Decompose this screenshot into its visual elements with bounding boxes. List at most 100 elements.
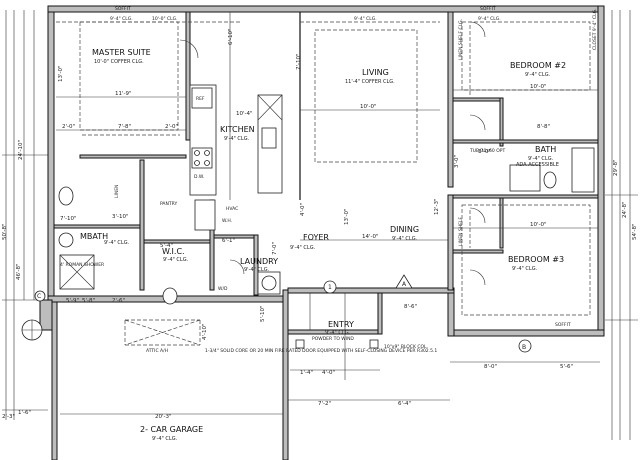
laundry-label: LAUNDRY: [240, 257, 278, 266]
svg-text:5'-10": 5'-10": [260, 305, 266, 322]
svg-text:4'-10": 4'-10": [202, 323, 208, 340]
svg-text:8'-8": 8'-8": [537, 124, 550, 130]
svg-text:B: B: [522, 344, 526, 351]
svg-text:PANTRY: PANTRY: [160, 201, 177, 207]
svg-text:24'-8": 24'-8": [622, 201, 628, 218]
bedroom3-ceiling: 9'-4" CLG.: [512, 266, 538, 272]
ceil-mid-label: 9'-4" CLG.: [354, 16, 377, 22]
plan-notes: LINEN SHELF CLG. LINEN SHELF TUB/30x60 O…: [60, 8, 598, 354]
bath-label: BATH: [535, 145, 556, 154]
fixtures: [21, 21, 595, 353]
mbath-toilet-icon: [58, 186, 74, 206]
wic-ceiling: 9'-4" CLG.: [163, 257, 189, 263]
mbath-ceiling: 9'-4" CLG.: [104, 240, 130, 246]
svg-text:5'-4": 5'-4": [160, 243, 173, 249]
living-ceiling: 11'-4" COFFER CLG.: [345, 79, 395, 85]
bath-ceiling: 9'-4" CLG.: [528, 156, 554, 162]
ceil-right-label: 9'-4" CLG.: [478, 16, 501, 22]
svg-text:11'-9": 11'-9": [115, 91, 132, 97]
bedroom3-label: BEDROOM #3: [508, 255, 564, 264]
svg-text:6'-10": 6'-10": [228, 28, 234, 45]
svg-text:4'-0": 4'-0": [322, 370, 335, 376]
bath-note: ADA ACCESSIBLE: [516, 162, 559, 168]
laundry-ceiling: 9'-4" CLG.: [244, 267, 270, 273]
svg-text:3'-10": 3'-10": [112, 214, 129, 220]
interior-walls: [53, 11, 599, 335]
svg-text:D.W.: D.W.: [194, 174, 204, 180]
svg-text:54'-8": 54'-8": [632, 223, 638, 240]
elevation-marker-a: [395, 274, 413, 289]
foyer-label: FOYER: [303, 233, 329, 242]
left-dimension-lines: [2, 10, 48, 420]
svg-text:3'-0": 3'-0": [454, 155, 460, 168]
svg-text:10"x9" BLOCK COL.: 10"x9" BLOCK COL.: [384, 344, 428, 350]
wic-label: W.I.C.: [162, 247, 185, 256]
svg-text:2'-6": 2'-6": [112, 298, 125, 304]
svg-text:10'-4": 10'-4": [236, 111, 253, 117]
svg-text:5'-6": 5'-6": [560, 364, 573, 370]
right-dimension-lines: [605, 10, 638, 440]
entry-label: ENTRY: [328, 320, 354, 329]
toilet-icon: [543, 171, 557, 189]
svg-text:6'-4": 6'-4": [398, 401, 411, 407]
dining-ceiling: 9'-4" CLG.: [392, 236, 418, 242]
svg-text:5'-9": 5'-9": [66, 298, 79, 304]
svg-text:14'-0": 14'-0": [362, 234, 379, 240]
svg-text:6'-1": 6'-1": [222, 238, 235, 244]
svg-text:7'-8": 7'-8": [118, 124, 131, 130]
svg-text:TUB/30x60 OPT: TUB/30x60 OPT: [469, 148, 505, 154]
svg-text:2'-0": 2'-0": [62, 124, 75, 130]
svg-text:REF: REF: [196, 96, 205, 102]
svg-text:29'-8": 29'-8": [613, 159, 619, 176]
svg-text:1'-6": 1'-6": [18, 410, 31, 416]
svg-text:10'-0": 10'-0": [530, 84, 547, 90]
refrigerator-icon: [191, 87, 213, 109]
bedroom2-ceiling: 9'-4" CLG.: [525, 72, 551, 78]
svg-text:5'-8": 5'-8": [82, 298, 95, 304]
svg-text:HVAC: HVAC: [226, 206, 238, 212]
svg-text:W.H.: W.H.: [222, 218, 232, 224]
svg-text:24'-10": 24'-10": [18, 140, 24, 160]
svg-text:1-3/4" SOLID CORE OR 20 MIN FI: 1-3/4" SOLID CORE OR 20 MIN FIRE RATED D…: [205, 348, 437, 354]
garage-ceiling: 9'-4" CLG.: [152, 436, 178, 442]
svg-text:2'-3": 2'-3": [2, 414, 15, 420]
master-suite-label: MASTER SUITE: [92, 48, 151, 57]
kitchen-ceiling: 9'-4" CLG.: [224, 136, 250, 142]
svg-text:7'-0": 7'-0": [272, 242, 278, 255]
svg-text:10'-0": 10'-0": [530, 222, 547, 228]
svg-text:7'-2": 7'-2": [318, 401, 331, 407]
entry-marker: [323, 280, 337, 294]
bathtub-icon: [571, 147, 595, 193]
dining-label: DINING: [390, 225, 419, 234]
svg-text:C: C: [37, 293, 41, 300]
pantry-shelf: [194, 199, 216, 231]
svg-text:CLOSET 9'-4" CLG.: CLOSET 9'-4" CLG.: [592, 8, 598, 50]
svg-text:A: A: [402, 281, 407, 288]
mbath-label: MBATH: [80, 232, 108, 241]
soffit-mid-label: 10'-0" CLG.: [152, 16, 178, 22]
svg-text:2'-0": 2'-0": [165, 124, 178, 130]
porch-column-icon: [369, 339, 379, 349]
svg-text:W/D: W/D: [218, 286, 228, 292]
foyer-ceiling: 9'-4" CLG.: [290, 245, 316, 251]
svg-text:LINEN SHELF: LINEN SHELF: [458, 217, 464, 246]
exterior-walls: [39, 5, 605, 460]
svg-text:7'-10": 7'-10": [296, 53, 302, 70]
interior-dim-lines: [56, 12, 600, 415]
svg-text:4'-0": 4'-0": [300, 203, 306, 216]
svg-text:1'-4": 1'-4": [300, 370, 313, 376]
svg-text:10'-0": 10'-0": [360, 104, 377, 110]
plan-markers: A B 1 C: [37, 281, 526, 351]
porch-column-icon: [295, 339, 305, 349]
living-label: LIVING: [362, 68, 389, 77]
soffit-bed3-label: SOFFIT: [555, 322, 571, 328]
section-marker-left: [34, 290, 46, 302]
svg-text:8'-6": 8'-6": [404, 304, 417, 310]
soffit-left-label: SOFFIT: [115, 6, 131, 12]
svg-text:LINEN: LINEN: [114, 185, 120, 198]
master-suite-ceiling: 10'-0" COFFER CLG.: [94, 59, 144, 65]
svg-text:4' ROMAN SHOWER: 4' ROMAN SHOWER: [60, 262, 104, 268]
bedroom2-label: BEDROOM #2: [510, 61, 566, 70]
svg-text:12'-3": 12'-3": [434, 198, 440, 215]
soffit-right-label: SOFFIT: [480, 6, 496, 12]
